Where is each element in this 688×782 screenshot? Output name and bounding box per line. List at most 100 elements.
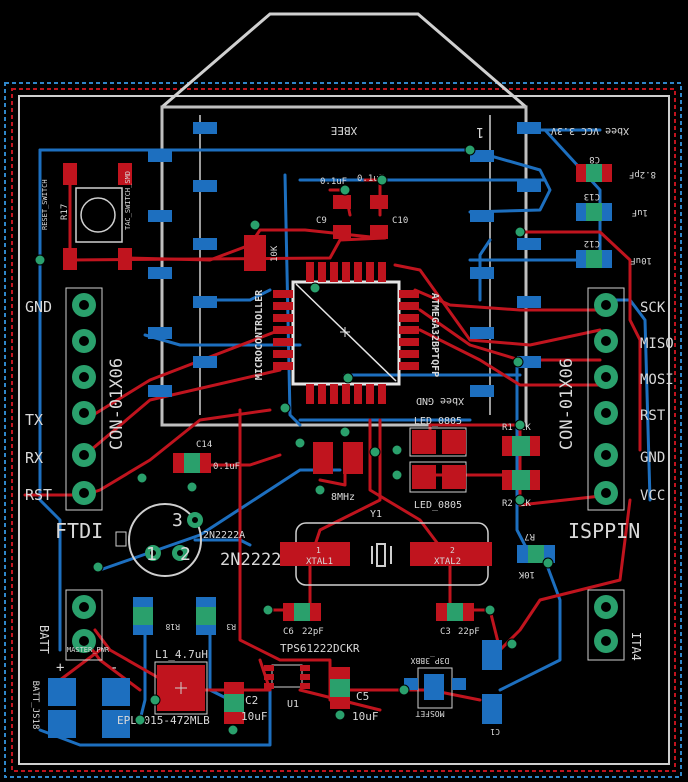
ftdi-part: CON-01X06 (107, 358, 127, 450)
transistor-ref: 2N2222A (203, 530, 245, 541)
plus-label: + (56, 660, 64, 676)
cap-c3-val: 22pF (458, 627, 480, 637)
isp-pin-mosi: MOSI (640, 372, 674, 388)
inductor-ref: L1_4.7uH (155, 648, 208, 661)
transistor-silk: 2N2222A (220, 550, 292, 570)
mosfet-label: MOSFET (415, 709, 444, 718)
xbee-pin1-label: 1 (476, 124, 484, 139)
inductor-l1 (154, 661, 208, 715)
res-r3: R3 (226, 622, 236, 631)
small-caps-center (313, 442, 363, 474)
minus-label: - (110, 660, 118, 676)
mcu-label-right: ATMEGA32BPTQFP (429, 293, 440, 377)
xbee-outline (161, 12, 527, 109)
transistor-pin3: 3 (172, 510, 183, 531)
isp-header (587, 287, 625, 511)
cap-c1-ref: C1 (490, 727, 500, 736)
diode-mosfet (404, 640, 502, 724)
cap-c2-val: 10uF (241, 710, 268, 723)
cap-c10-ref: C10 (392, 216, 408, 226)
transistor (115, 503, 203, 577)
isp-pin-miso: MISO (640, 336, 674, 352)
res-r18: R18 (165, 622, 180, 631)
isp-pin-rst: RST (640, 408, 666, 424)
cap-c14-ref: C14 (196, 440, 212, 450)
board-edge (18, 95, 670, 765)
led-r2-ref: R2 (502, 499, 513, 509)
cap-c6-val: 22pF (302, 627, 324, 637)
cap-c5-ref: C5 (356, 690, 369, 703)
cap-c14-val: 0.1uF (213, 462, 240, 472)
reset-switch-label: RESET_SWITCH (41, 179, 49, 230)
res-r10-val: 10K (270, 245, 280, 262)
transistor-pin2: 2 (180, 544, 191, 565)
regulator-u1 (264, 664, 310, 689)
cap-c13-ref: C13 (584, 191, 600, 201)
transistor-pin1: 1 (146, 544, 157, 565)
cap-c6-ref: C6 (283, 627, 294, 637)
xbee-label: XBEE (331, 124, 358, 137)
header-ita4 (587, 589, 625, 661)
crystal-ref: Y1 (370, 509, 382, 520)
crystal-y1 (280, 522, 492, 586)
crystal-xtal2: XTAL2 (434, 557, 461, 567)
reset-ref: R17 (60, 204, 70, 220)
isp-part: CON-01X06 (557, 358, 577, 450)
cap-c8-val: 8.2pF (629, 169, 656, 179)
mcu-chip (273, 262, 419, 404)
ftdi-pin-gnd: GND (25, 298, 52, 316)
board-outline-blue (4, 82, 682, 778)
regulator-ref: U1 (287, 699, 299, 710)
xbee-pads (148, 122, 541, 397)
ftdi-pin-tx: TX (25, 411, 43, 429)
cap-c13-val: 1uF (632, 207, 648, 217)
cap-c10-val: 0.1uF (357, 174, 384, 184)
tac-switch-label: TAC_SWITCH_SMD (124, 171, 132, 230)
cap-c3-ref: C3 (440, 627, 451, 637)
crystal-n1: 1 (316, 546, 321, 555)
cap-c5-val: 10uF (352, 710, 379, 723)
cap-c12-val: 10uF (630, 255, 652, 265)
regulator-part: TPS61222DCKR (280, 642, 360, 655)
caps-c6-c3 (283, 603, 474, 621)
xbee-body (160, 105, 528, 427)
led1-label: LED_0805 (414, 416, 462, 427)
batt-label: BATT_JS18 (30, 681, 40, 730)
ftdi-pin-rst: RST (25, 486, 52, 504)
res-r7-ref: R7 (524, 531, 535, 541)
xbee-gnd-label: Xbee GND (416, 395, 464, 406)
caps-topright (576, 164, 612, 268)
ftdi-name: FTDI (55, 519, 103, 543)
power-header-label: BATT (37, 625, 51, 654)
caps-c2-c5 (224, 667, 350, 724)
led-r1-val: 1K (520, 423, 531, 433)
resistors-r18-r3 (133, 597, 216, 635)
crystal-xtal1: XTAL1 (306, 557, 333, 567)
cap-c8-ref: C8 (589, 154, 600, 164)
board-outline-red (11, 88, 676, 772)
caps-c9-c10 (244, 195, 388, 271)
ftdi-pin-rx: RX (25, 449, 43, 467)
cap-c9-ref: C9 (316, 216, 327, 226)
isp-pin-vcc: VCC (640, 488, 665, 504)
cap-c2-ref: C2 (245, 694, 258, 707)
vias (34, 144, 554, 736)
mcu-label-left: MICROCONTROLLER (254, 289, 265, 380)
led2-label: LED_0805 (414, 500, 462, 511)
isp-pin-sck: SCK (640, 300, 666, 316)
led-r2-val: 1K (520, 499, 531, 509)
battery-pads (48, 678, 130, 738)
led-r1-ref: R1 (502, 423, 513, 433)
isp-pin-gnd: GND (640, 450, 665, 466)
crystal-freq: 8MHz (331, 492, 355, 503)
inductor-part: EPL2015-472MLB (117, 714, 210, 727)
ftdi-header (65, 287, 103, 511)
diode-label: D3P_3BBX (411, 656, 450, 665)
master-pwr-label: MASTER_PWR (67, 646, 110, 654)
cap-c12-ref: C12 (584, 238, 600, 248)
cap-c14-body (184, 453, 200, 473)
reset-switch (63, 163, 132, 270)
xbee-vcc-label: Xbee VCC 3.3V (551, 125, 629, 136)
crystal-n2: 2 (450, 546, 455, 555)
